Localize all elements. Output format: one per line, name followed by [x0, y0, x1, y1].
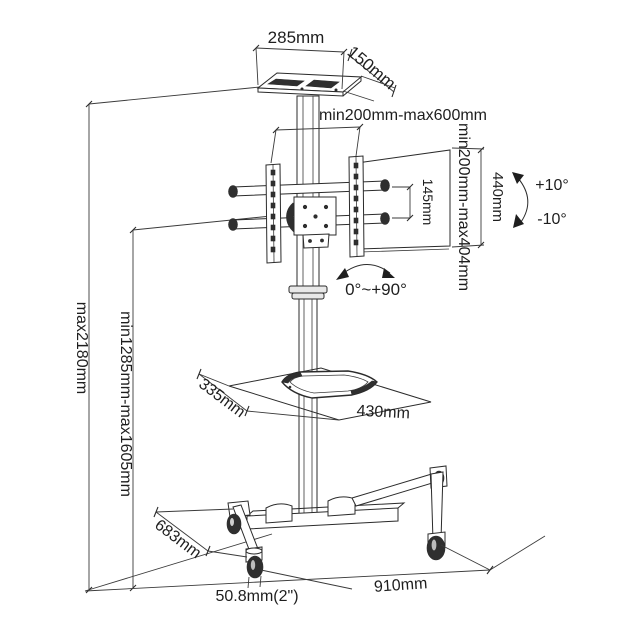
vesa-bracket [228, 155, 390, 264]
label-swivel-range: 0°~+90° [345, 280, 407, 299]
shelf-width-dimension: 430mm [356, 403, 410, 423]
caster-size-dimension: 50.8mm(2") [215, 575, 299, 605]
top-shelf-depth-dimension: 150mm [342, 42, 400, 102]
label-top-shelf-width: 285mm [268, 28, 325, 47]
middle-shelf [228, 367, 432, 421]
label-tilt-up: +10° [535, 177, 569, 194]
label-max-height: max2180mm [73, 302, 90, 394]
label-column-height-range: min1285mm-max1605mm [117, 311, 134, 497]
label-shelf-width: 430mm [356, 403, 410, 423]
arm-spacing-dimension: 145mm [392, 179, 436, 226]
label-tilt-down: -10° [537, 211, 567, 228]
label-shelf-depth: 335mm [195, 376, 248, 422]
label-bracket-width-range: min200mm-max600mm [319, 107, 487, 124]
label-base-width: 910mm [373, 575, 427, 596]
label-caster-size: 50.8mm(2") [215, 588, 298, 605]
top-shelf [256, 72, 363, 97]
right-leg-strut [351, 472, 440, 507]
column-height-dimension [129, 214, 282, 592]
vesa-rail-right-holes [353, 162, 359, 246]
overall-height-dimension [85, 86, 261, 594]
label-top-shelf-depth: 150mm [344, 42, 400, 93]
label-base-depth: 683mm [151, 517, 204, 563]
label-bracket-height-range: min200mm-max404mm [455, 123, 472, 291]
floor-outline [84, 533, 546, 592]
middle-shelf-plane [228, 367, 432, 421]
bracket-width-dimension: min200mm-max600mm [270, 107, 487, 164]
top-shelf-width-dimension: 285mm [252, 28, 348, 90]
base-width-dimension: 910mm [260, 544, 491, 596]
label-bracket-height: 440mm [489, 172, 506, 222]
vesa-rail-left-holes [270, 169, 276, 253]
rear-left-caster [226, 513, 242, 535]
caster-base [226, 465, 448, 579]
swivel-arrow-icon: 0°~+90° [336, 264, 407, 299]
column-clamp-collar [288, 285, 328, 294]
top-shelf-slot [267, 78, 305, 87]
column [288, 95, 328, 515]
label-arm-spacing: 145mm [420, 179, 436, 226]
tilt-arrow-icon: +10° -10° [512, 172, 569, 228]
top-shelf-slot [305, 79, 340, 89]
bracket-height-dimension: 440mm min200mm-max404mm [451, 123, 506, 291]
